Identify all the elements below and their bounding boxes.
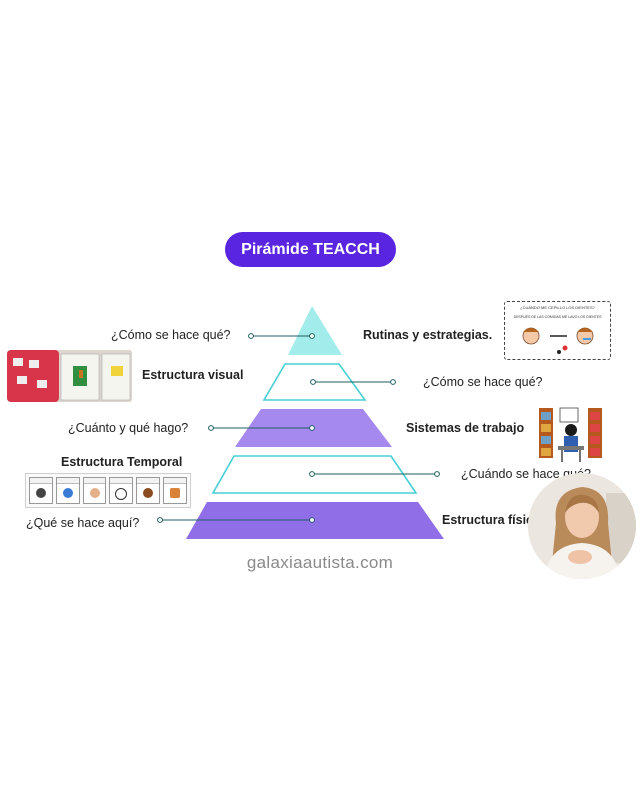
routine-pictograms	[522, 327, 594, 354]
level-5-left-label: ¿Qué se hace aquí?	[26, 516, 140, 530]
connector-dot	[309, 517, 315, 523]
connector-dot	[310, 379, 316, 385]
routine-card-title: ¿CUÁNDO ME CEPILLO LOS DIENTES?	[520, 305, 595, 310]
schedule-card	[109, 477, 134, 504]
connector-dot	[208, 425, 214, 431]
level-2-left-label: Estructura visual	[142, 368, 244, 382]
level-4-left-label: Estructura Temporal	[61, 455, 183, 469]
level-2-right-label: ¿Cómo se hace qué?	[423, 375, 543, 389]
routine-card-text: DESPUÉS DE LAS COMIDAS ME LAVO LOS DIENT…	[513, 315, 602, 319]
schedule-card	[29, 477, 53, 504]
diagram-title: Pirámide TEACCH	[225, 232, 396, 267]
connector-dot	[309, 425, 315, 431]
schedule-card	[163, 477, 187, 504]
level-3-left-label: ¿Cuánto y qué hago?	[68, 421, 189, 435]
work-system-pictogram	[538, 406, 604, 463]
pyramid-level-5	[186, 502, 444, 539]
presenter-illustration	[528, 473, 636, 579]
visual-structure-photo	[7, 350, 132, 402]
schedule-card	[55, 477, 80, 504]
connector-dot	[309, 471, 315, 477]
level-1-left-label: ¿Cómo se hace qué?	[111, 328, 231, 342]
connector-dot	[434, 471, 440, 477]
connector-dot	[157, 517, 163, 523]
connector-dot	[309, 333, 315, 339]
pyramid-level-1	[288, 306, 342, 355]
level-5-right-label: Estructura física	[442, 513, 540, 527]
connector-dot	[390, 379, 396, 385]
schedule-card	[136, 477, 161, 504]
schedule-strip-image	[25, 473, 191, 508]
visual-structure-illustration	[7, 350, 131, 402]
level-1-right-label: Rutinas y estrategias.	[363, 328, 493, 342]
presenter-webcam	[528, 473, 636, 579]
work-system-illustration	[539, 407, 602, 462]
footer-website: galaxiaautista.com	[246, 553, 394, 572]
level-3-right-label: Sistemas de trabajo	[406, 421, 525, 435]
routine-card-image: ¿CUÁNDO ME CEPILLO LOS DIENTES? DESPUÉS …	[504, 301, 611, 360]
schedule-card	[82, 477, 107, 504]
connector-dot	[248, 333, 254, 339]
